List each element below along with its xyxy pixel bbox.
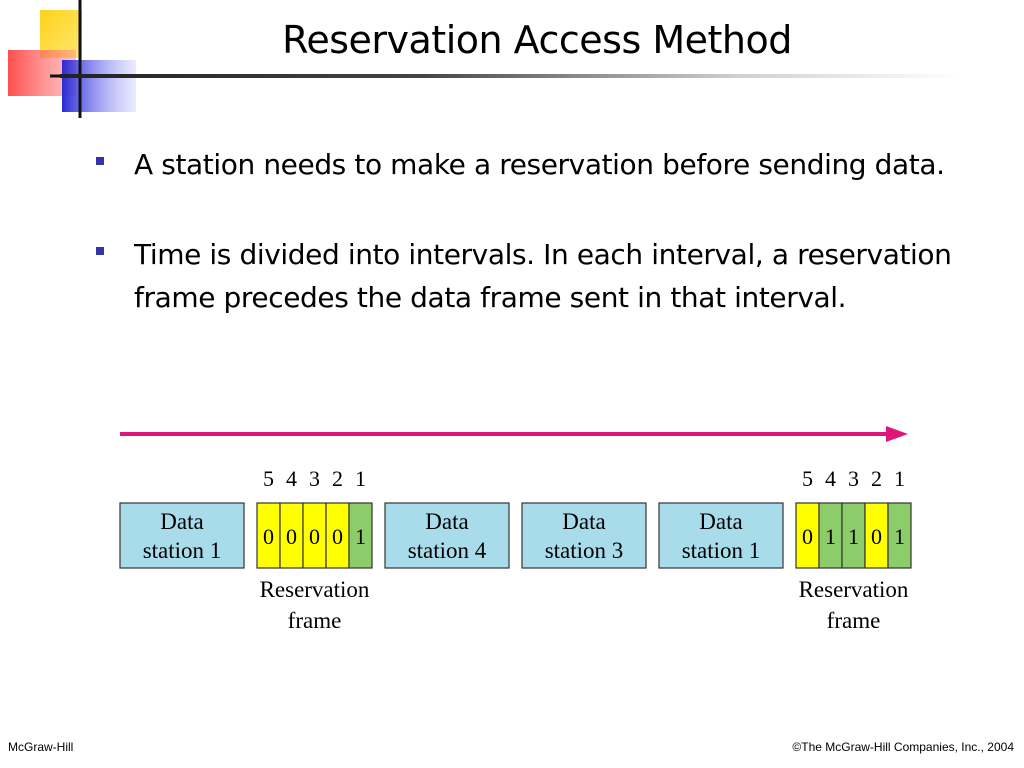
reservation-frame-caption: frame (288, 608, 342, 633)
bullet-square-icon (96, 247, 104, 255)
time-arrow-head-icon (886, 426, 908, 442)
reservation-bit-label: 4 (825, 466, 836, 491)
reservation-bit-value: 0 (802, 524, 813, 549)
bullet-text: A station needs to make a reservation be… (134, 148, 945, 181)
reservation-bit-label: 2 (871, 466, 882, 491)
reservation-bit-label: 1 (894, 466, 905, 491)
reservation-bit-value: 0 (332, 524, 343, 549)
data-frame-label: station 1 (143, 538, 222, 563)
data-frame-label: station 1 (682, 538, 761, 563)
reservation-bit-label: 3 (309, 466, 320, 491)
data-frame-label: Data (562, 509, 605, 534)
data-frame-label: station 4 (408, 538, 487, 563)
data-frame (384, 502, 510, 569)
reservation-bit-value: 0 (871, 524, 882, 549)
footer-copyright: ©The McGraw-Hill Companies, Inc., 2004 (792, 740, 1014, 754)
reservation-bit-value: 0 (309, 524, 320, 549)
reservation-bit-label: 2 (332, 466, 343, 491)
logo-blue-square (62, 60, 136, 112)
bullet-item: Time is divided into intervals. In each … (96, 233, 956, 319)
reservation-bit-cell (348, 502, 373, 569)
reservation-bit-value: 1 (825, 524, 836, 549)
data-frame-label: Data (160, 509, 203, 534)
bullet-text: Time is divided into intervals. In each … (134, 238, 952, 314)
reservation-bit-value: 1 (355, 524, 366, 549)
reservation-frame-caption: Reservation (260, 577, 370, 602)
data-frame (658, 502, 784, 569)
data-frame-label: station 3 (545, 538, 624, 563)
bullet-square-icon (96, 157, 104, 165)
reservation-bit-label: 1 (355, 466, 366, 491)
bullet-item: A station needs to make a reservation be… (96, 143, 956, 186)
slide-title: Reservation Access Method (282, 18, 792, 62)
reservation-bit-value: 0 (263, 524, 274, 549)
reservation-bit-label: 5 (802, 466, 813, 491)
reservation-bit-value: 1 (894, 524, 905, 549)
reservation-bit-value: 0 (286, 524, 297, 549)
data-frame (521, 502, 647, 569)
reservation-bit-cell (887, 502, 912, 569)
reservation-bit-label: 4 (286, 466, 297, 491)
data-frame-label: Data (699, 509, 742, 534)
reservation-bit-label: 5 (263, 466, 274, 491)
data-frame-label: Data (425, 509, 468, 534)
data-frame (119, 502, 245, 569)
title-underline (60, 74, 960, 78)
reservation-bit-value: 1 (848, 524, 859, 549)
reservation-frame-caption: Reservation (799, 577, 909, 602)
reservation-bit-label: 3 (848, 466, 859, 491)
reservation-frame-caption: frame (827, 608, 881, 633)
footer-publisher: McGraw-Hill (8, 740, 74, 754)
